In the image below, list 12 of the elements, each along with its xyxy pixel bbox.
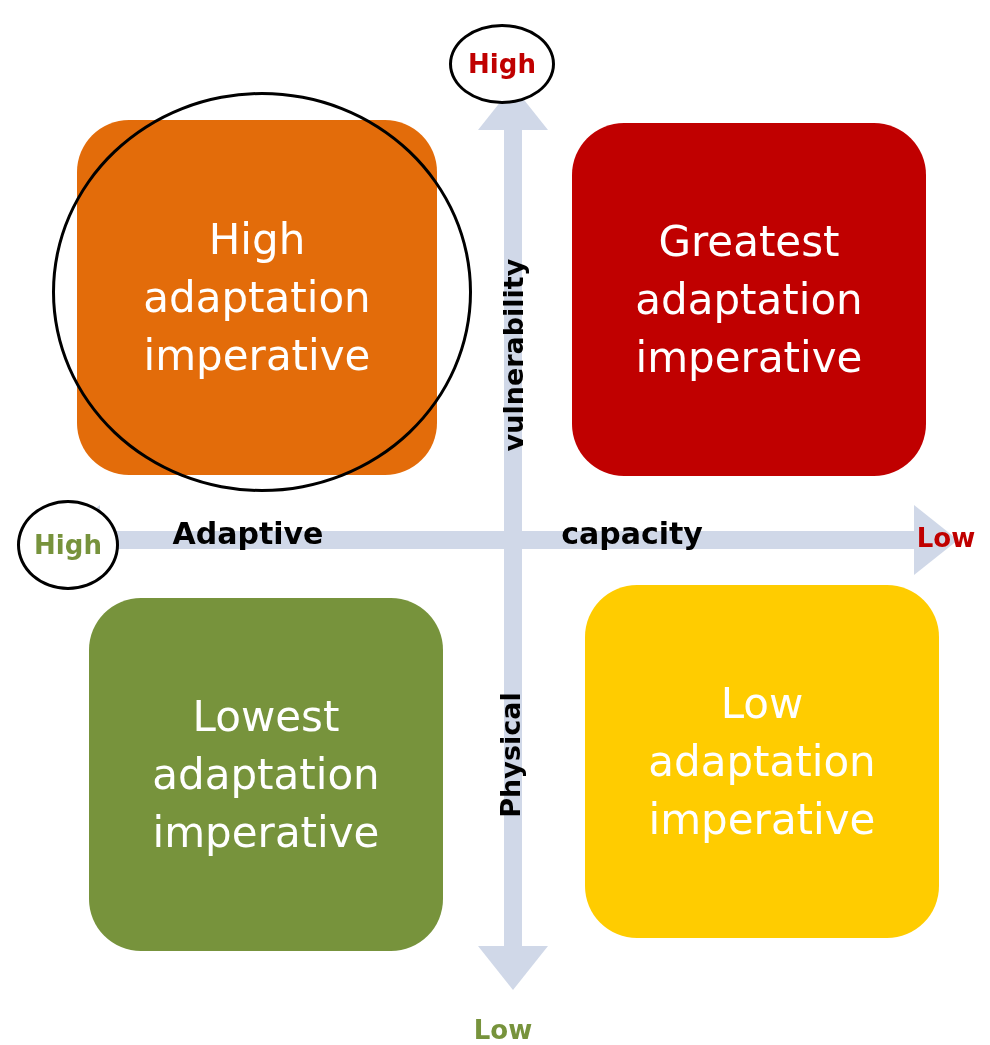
axis-title: Physical	[494, 692, 526, 818]
quadrant-box: Low adaptation imperative	[585, 585, 939, 938]
axis-end-label: Low	[473, 1015, 533, 1045]
circled-axis-label: High	[449, 24, 555, 104]
axis-title: vulnerability	[497, 258, 529, 452]
quadrant-box: Greatest adaptation imperative	[572, 123, 926, 476]
quadrant-box: Lowest adaptation imperative	[89, 598, 443, 951]
quadrant-box: High adaptation imperative	[77, 120, 437, 475]
axis-end-label: Low	[916, 523, 976, 553]
circled-axis-label: High	[17, 500, 119, 590]
axis-title: capacity	[561, 515, 703, 551]
axis-title: Adaptive	[172, 515, 324, 551]
